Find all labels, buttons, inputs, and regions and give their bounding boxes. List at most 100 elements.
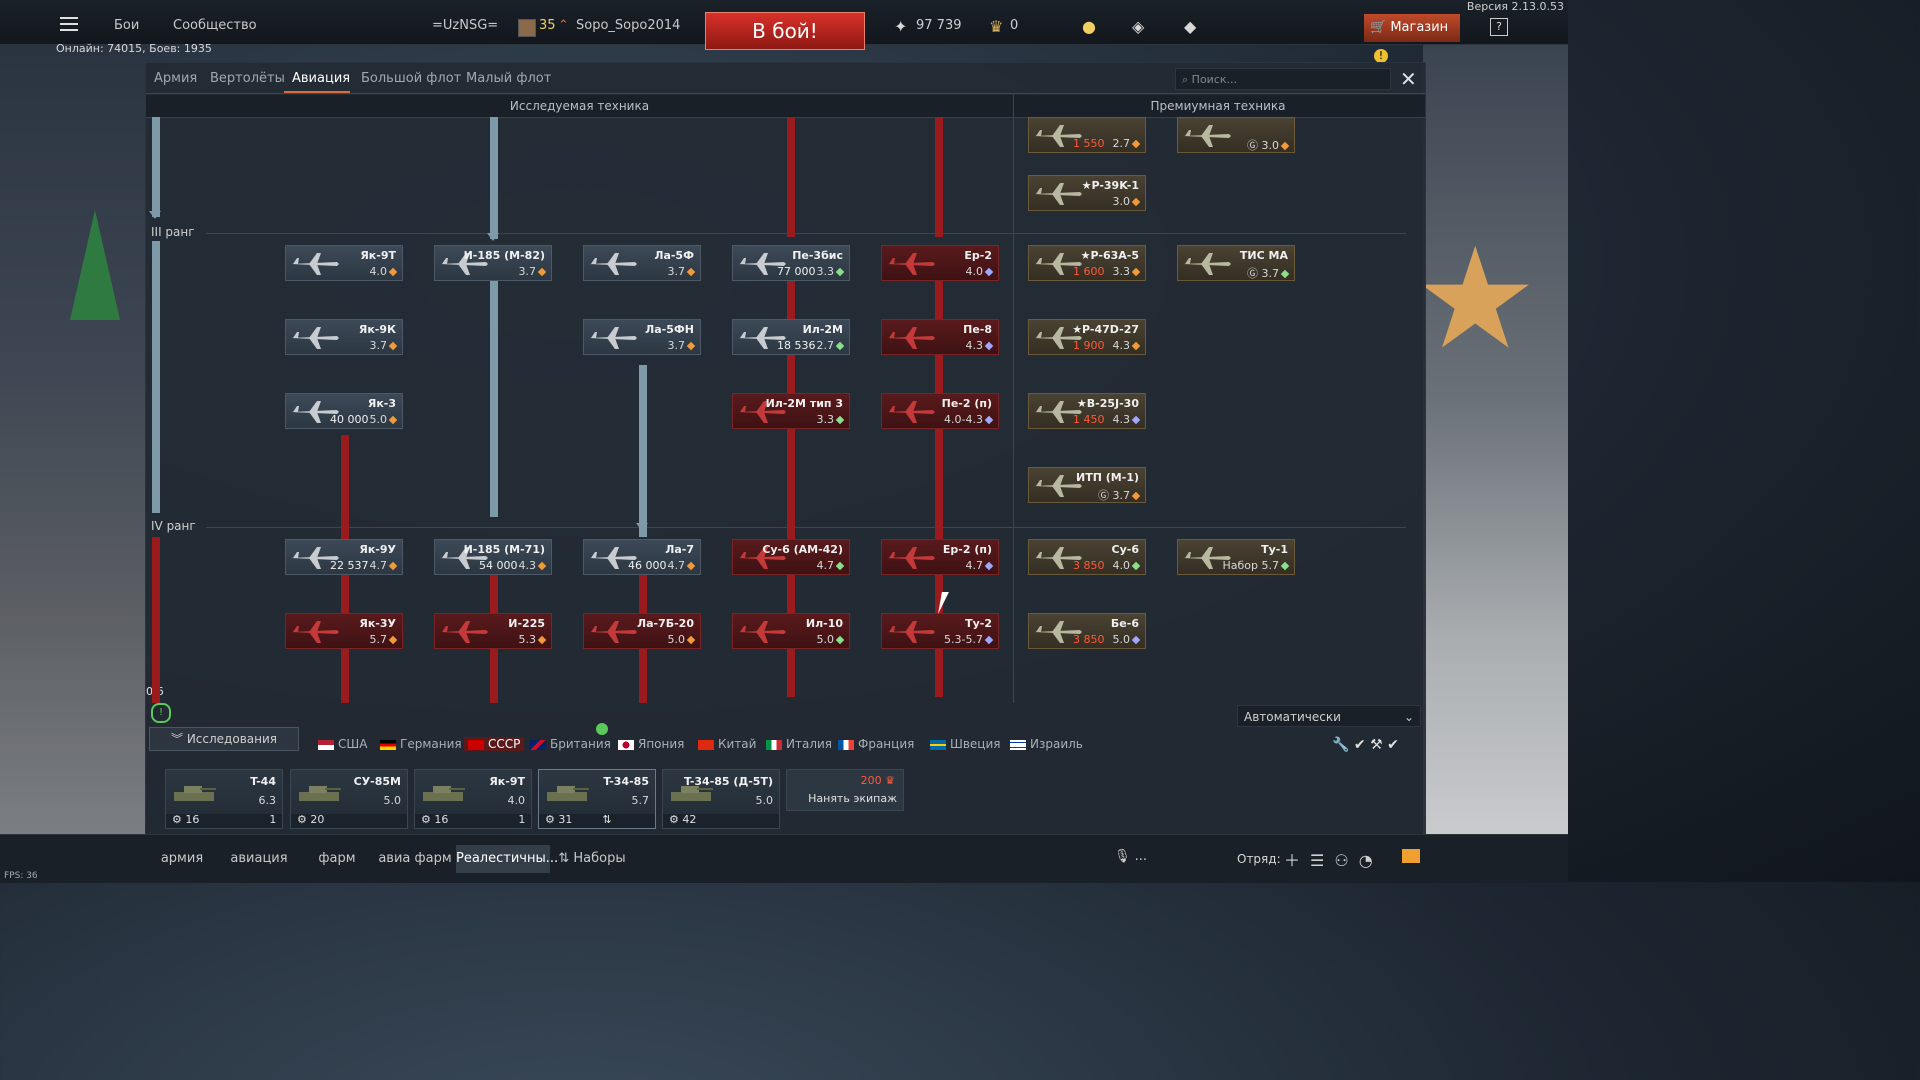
mail-icon[interactable]: [1402, 849, 1420, 863]
vehicle-card[interactable]: Пе-2 (п)4.0-4.3: [881, 393, 999, 429]
nation-tab[interactable]: Япония: [618, 737, 684, 751]
nation-tab[interactable]: Британия: [530, 737, 611, 751]
tab-aviation[interactable]: Авиация: [292, 71, 351, 86]
nation-tab[interactable]: Израиль: [1010, 737, 1083, 751]
add-squad-icon[interactable]: ＋: [1284, 851, 1311, 870]
nation-tab[interactable]: СССР: [464, 737, 525, 751]
silver-lions-icon: ✦: [894, 17, 908, 36]
community-menu[interactable]: Сообщество: [173, 18, 257, 33]
crew-slot[interactable]: T-34-85 (Д-5Т)5.0⚙ 42: [662, 769, 780, 829]
crew-auto-select[interactable]: Автоматически ⌄: [1237, 705, 1421, 727]
nation-tab[interactable]: Швеция: [930, 737, 1000, 751]
hire-crew-button[interactable]: 200 ♛ Нанять экипаж: [786, 769, 904, 811]
squadron-tag[interactable]: =UzNSG=: [432, 18, 499, 33]
check-icon[interactable]: ✔: [1353, 737, 1366, 753]
vehicle-class-icon: [1131, 561, 1141, 571]
vehicle-card[interactable]: ИТП (М-1)Ⓖ 3.7: [1028, 467, 1146, 503]
vehicle-card[interactable]: Ⓖ 3.0: [1177, 117, 1295, 153]
research-button[interactable]: ︾ Исследования: [149, 727, 299, 751]
player-nickname[interactable]: Sopo_Sopo2014: [576, 18, 681, 33]
vehicle-card[interactable]: Су-6 (АМ-42)4.7: [732, 539, 850, 575]
chat-icon[interactable]: ◔: [1358, 851, 1383, 870]
battle-rating: Ⓖ 3.0: [1247, 137, 1290, 153]
vehicle-card[interactable]: Ер-2 (п)4.7: [881, 539, 999, 575]
vehicle-card[interactable]: И-185 (М-82)3.7: [434, 245, 552, 281]
vehicle-class-icon: [1131, 197, 1141, 207]
preset-tab[interactable]: авиация: [230, 851, 288, 866]
preset-tab[interactable]: ⇅ Наборы: [558, 851, 626, 866]
to-battle-button[interactable]: В бой!: [705, 12, 865, 50]
coupon-icon[interactable]: ◆: [1184, 17, 1197, 36]
aircraft-icon: [587, 252, 639, 276]
nation-tab[interactable]: Италия: [766, 737, 832, 751]
research-points: 46 000: [628, 559, 667, 572]
aircraft-icon: [885, 546, 937, 570]
search-input[interactable]: ⌕ Поиск...: [1175, 68, 1391, 90]
shop-button[interactable]: 🛒 Магазин !: [1364, 14, 1460, 63]
vehicle-name: ИТП (М-1): [1076, 471, 1139, 484]
premium-price: 1 600: [1073, 265, 1105, 278]
repair-all-icon[interactable]: ⚒: [1370, 737, 1383, 753]
microphone-icon[interactable]: 🎙 ...: [1114, 849, 1148, 864]
menu-icon[interactable]: [60, 17, 78, 31]
preset-tab[interactable]: фарм: [318, 851, 356, 866]
nation-tab[interactable]: Германия: [380, 737, 462, 751]
tab-bluewater-fleet[interactable]: Большой флот: [361, 71, 462, 86]
help-icon[interactable]: ?: [1490, 18, 1508, 36]
shield-icon[interactable]: !: [151, 703, 171, 723]
contacts-icon[interactable]: ⚇: [1334, 851, 1359, 870]
preset-tab[interactable]: Реалестичны...: [456, 845, 558, 873]
preset-tab[interactable]: армия: [160, 851, 204, 866]
golden-eagles-balance[interactable]: 0: [1010, 18, 1019, 33]
nation-tab[interactable]: США: [318, 737, 367, 751]
battles-menu[interactable]: Бои: [114, 18, 140, 33]
vehicle-name: Як-9У: [359, 543, 396, 556]
tree-connector-line: [935, 277, 943, 697]
tab-helicopters[interactable]: Вертолёты: [210, 71, 285, 86]
tab-coastal-fleet[interactable]: Малый флот: [466, 71, 552, 86]
player-avatar[interactable]: [518, 19, 536, 37]
nation-tab[interactable]: Китай: [698, 737, 756, 751]
tab-army[interactable]: Армия: [154, 71, 198, 86]
silver-lions-balance[interactable]: 97 739: [916, 18, 962, 33]
diamond-icon[interactable]: ◈: [1132, 17, 1145, 36]
list-icon[interactable]: ☰: [1310, 851, 1335, 870]
lightbulb-icon[interactable]: ●: [1082, 17, 1096, 36]
wrench-icon[interactable]: 🔧: [1332, 737, 1350, 753]
close-icon[interactable]: ✕: [1400, 67, 1417, 91]
preset-tab[interactable]: авиа фарм: [378, 851, 452, 866]
check-all-icon[interactable]: ✔: [1387, 737, 1399, 753]
nation-tab[interactable]: Франция: [838, 737, 914, 751]
